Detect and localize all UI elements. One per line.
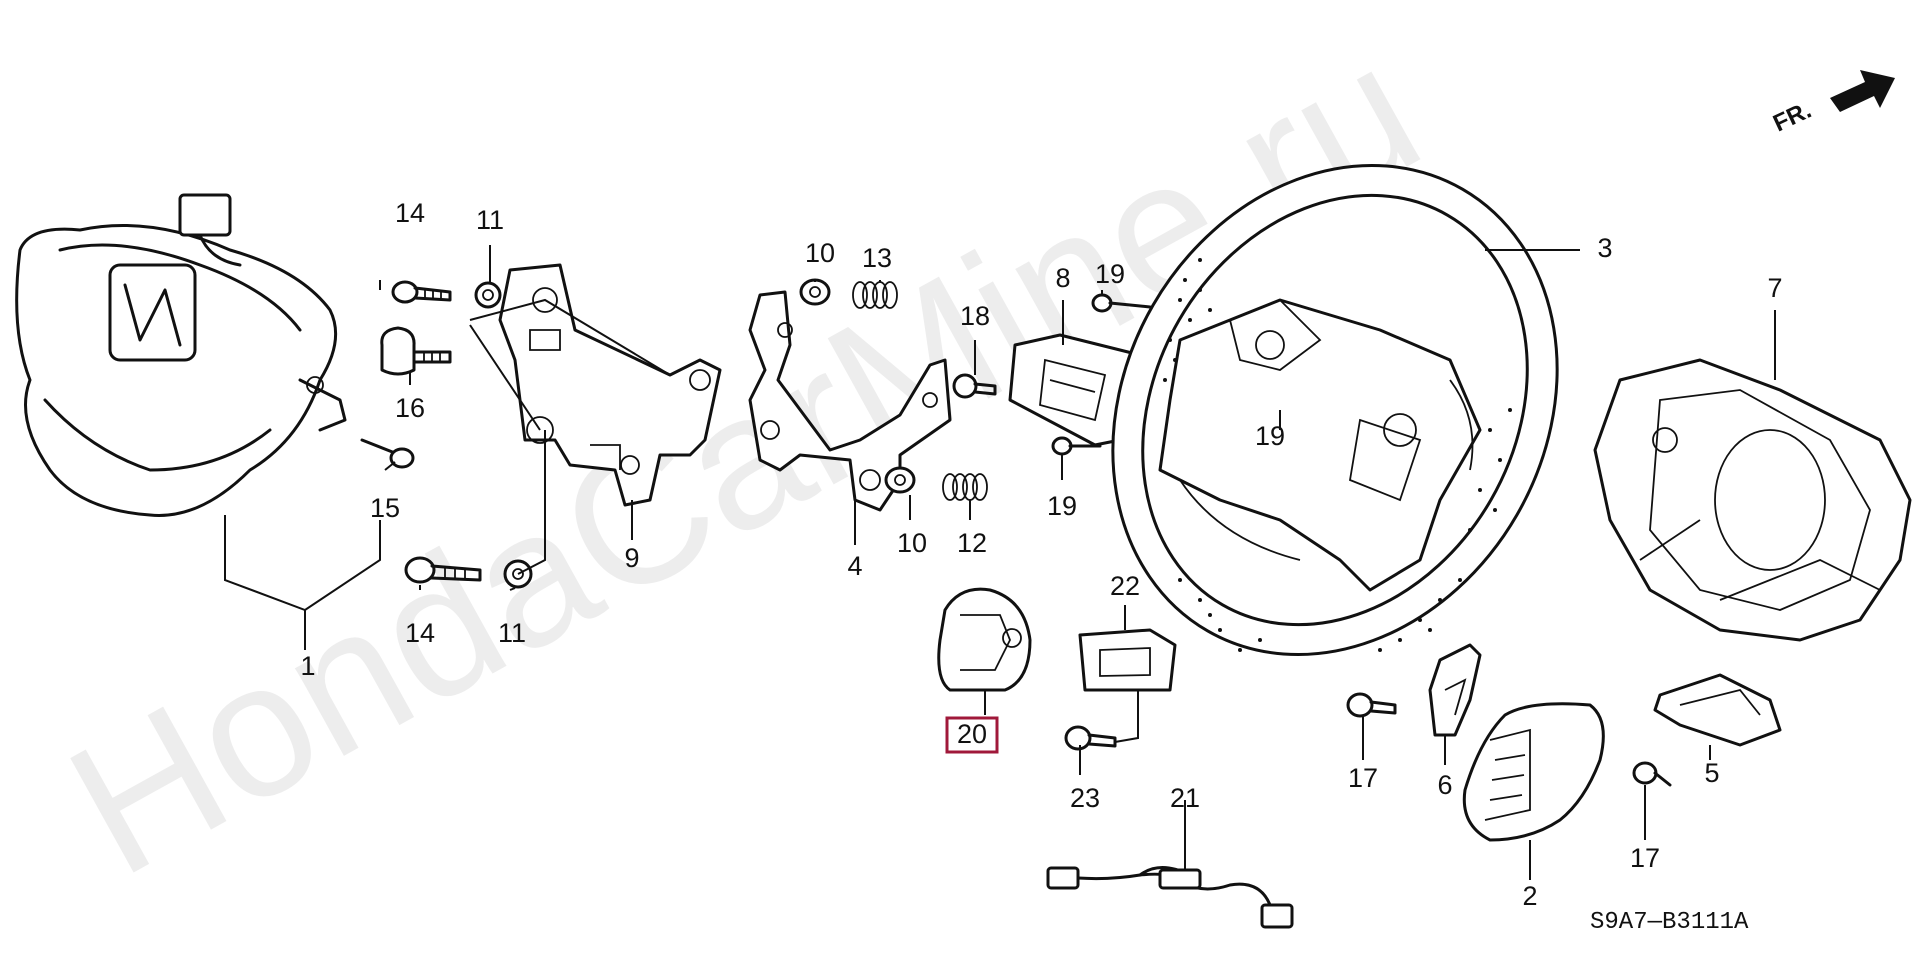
callout-9[interactable]: 9 <box>624 543 639 573</box>
callout-17-top[interactable]: 17 <box>1348 763 1378 793</box>
callout-5[interactable]: 5 <box>1704 758 1719 788</box>
callout-20-highlight-box <box>945 716 999 754</box>
steering-wheel-part[interactable] <box>1026 84 1645 736</box>
spring-12-part[interactable] <box>942 473 988 501</box>
callout-7[interactable]: 7 <box>1767 273 1782 303</box>
callout-18[interactable]: 18 <box>960 301 990 331</box>
callout-21[interactable]: 21 <box>1170 783 1200 813</box>
bracket-22-part[interactable] <box>1078 628 1177 692</box>
airbag-module-part[interactable] <box>15 193 347 517</box>
callout-8[interactable]: 8 <box>1055 263 1070 293</box>
callout-labels: 1 2 3 4 5 6 7 8 9 10 10 11 11 12 13 14 1… <box>300 198 1782 911</box>
callout-19-top[interactable]: 19 <box>1095 259 1125 289</box>
callout-10-top[interactable]: 10 <box>805 238 835 268</box>
front-direction-arrow-icon <box>1830 70 1895 112</box>
bracket-9-part[interactable] <box>498 263 722 507</box>
callout-19-middle[interactable]: 19 <box>1255 421 1285 451</box>
callout-20[interactable]: 20 <box>957 719 987 749</box>
bolt-23-part[interactable] <box>1064 725 1117 751</box>
nut-11-top-part[interactable] <box>474 281 502 309</box>
bolt-17-bottom-part[interactable] <box>1632 761 1672 787</box>
callout-16[interactable]: 16 <box>395 393 425 423</box>
front-direction-label: FR. <box>1769 97 1815 138</box>
bolt-14-bottom-part[interactable] <box>404 556 482 584</box>
screw-15-part[interactable] <box>360 438 415 469</box>
diagram-code: S9A7—B3111A <box>1590 909 1749 936</box>
bolt-16-part[interactable] <box>380 326 452 376</box>
cover-5-part[interactable] <box>1653 673 1782 747</box>
harness-21-part[interactable] <box>1046 866 1294 929</box>
callout-11-top[interactable]: 11 <box>476 205 504 235</box>
switch-20-part[interactable] <box>937 587 1032 692</box>
callout-23[interactable]: 23 <box>1070 783 1100 813</box>
leader-lines <box>224 245 1776 880</box>
callout-2[interactable]: 2 <box>1522 881 1537 911</box>
callout-15[interactable]: 15 <box>370 493 400 523</box>
bolt-14-top-part[interactable] <box>391 280 452 304</box>
callout-3[interactable]: 3 <box>1597 233 1612 263</box>
screw-19-top-part[interactable] <box>1091 293 1152 313</box>
nut-10-top-part[interactable] <box>799 278 831 306</box>
callout-22[interactable]: 22 <box>1110 571 1140 601</box>
callout-19-bottom[interactable]: 19 <box>1047 491 1077 521</box>
bolt-17-top-part[interactable] <box>1346 692 1397 718</box>
front-direction-indicator: FR. <box>1769 70 1895 137</box>
bolt-18-part[interactable] <box>952 373 997 399</box>
rear-cover-7-part[interactable] <box>1593 358 1912 642</box>
callout-13[interactable]: 13 <box>862 243 892 273</box>
nut-10-bottom-part[interactable] <box>884 466 916 494</box>
screw-19-bottom-part[interactable] <box>1051 436 1102 456</box>
callout-4[interactable]: 4 <box>847 551 862 581</box>
callout-17-bottom[interactable]: 17 <box>1630 843 1660 873</box>
bracket-6-part[interactable] <box>1428 643 1482 737</box>
callout-1[interactable]: 1 <box>300 651 315 681</box>
switch-2-part[interactable] <box>1462 702 1605 842</box>
callout-12[interactable]: 12 <box>957 528 987 558</box>
callout-10-bottom[interactable]: 10 <box>897 528 927 558</box>
callout-14-bottom[interactable]: 14 <box>405 618 435 648</box>
callout-11-bottom[interactable]: 11 <box>498 618 526 648</box>
callout-6[interactable]: 6 <box>1437 770 1452 800</box>
callout-14-top[interactable]: 14 <box>395 198 425 228</box>
